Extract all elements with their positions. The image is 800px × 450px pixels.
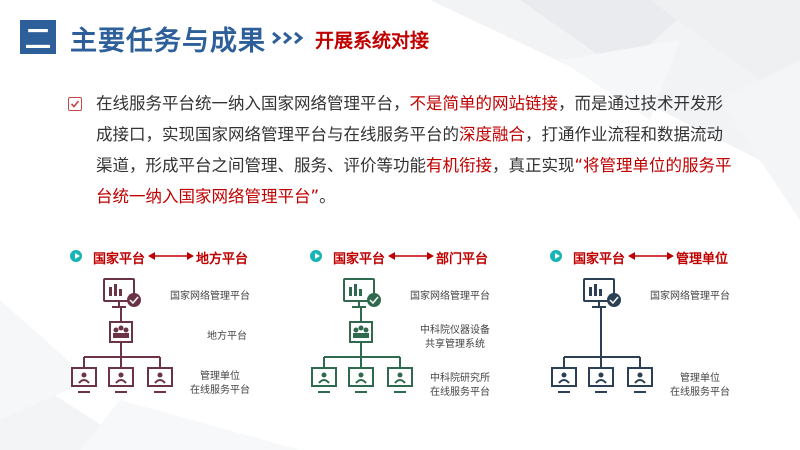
para-seg-5: 有机衔接 [426, 156, 492, 175]
diagram1-left-label: 国家平台 [93, 252, 146, 267]
diagram3-left-label: 国家平台 [573, 252, 626, 267]
double-arrow-icon [148, 252, 194, 260]
double-arrow-icon [628, 252, 674, 260]
para-seg-8: 。 [319, 187, 336, 206]
diagram1-tree [71, 278, 173, 393]
para-seg-1: 不是简单的网站链接 [409, 94, 559, 113]
diagram1-bottom-line2: 在线服务平台 [190, 385, 250, 396]
diagram2-top-label: 国家网络管理平台 [410, 291, 490, 302]
diagram2-left-label: 国家平台 [333, 252, 386, 267]
diagram2-bottom-line2: 在线服务平台 [430, 387, 490, 398]
section-subtitle: 开展系统对接 [315, 30, 430, 52]
diagram1-right-label: 地方平台 [196, 252, 249, 267]
diagram1-bottom-label: 管理单位 在线服务平台 [190, 370, 250, 398]
diagram2-bottom-line1: 中科院研究所 [430, 373, 490, 384]
para-seg-4: ，打通作业流程和数据流动渠道，形成平台之间管理、服务、评价等功能 [96, 125, 723, 175]
double-arrow-icon [388, 252, 434, 260]
diagram3-right-label: 管理单位 [676, 252, 729, 267]
para-seg-0: 在线服务平台统一纳入国家网络管理平台， [96, 94, 410, 113]
para-seg-7: “将管理单位的服务平台统一纳入国家网络管理平台” [96, 156, 732, 206]
diagram2-middle-label: 中科院仪器设备 共享管理系统 [420, 324, 490, 352]
body-paragraph: 在线服务平台统一纳入国家网络管理平台，不是简单的网站链接，而是通过技术开发形成接… [96, 88, 736, 212]
para-seg-2: ，而是通过技术开发形成接口，实现国家网络管理平台与在线服务平台的 [96, 94, 723, 144]
play-icon [70, 250, 82, 262]
diagram1-top-label: 国家网络管理平台 [170, 291, 250, 302]
diagram3-bottom-label: 管理单位 在线服务平台 [670, 372, 730, 400]
section-number-badge: 二 [20, 20, 56, 55]
para-seg-3: 深度融合 [459, 125, 525, 144]
diagram2-middle-line1: 中科院仪器设备 [420, 325, 490, 336]
diagram3-bottom-line1: 管理单位 [680, 373, 720, 384]
diagram3-bottom-line2: 在线服务平台 [670, 387, 730, 398]
play-icon [310, 250, 322, 262]
diagram3-top-label: 国家网络管理平台 [650, 291, 730, 302]
section-title: 主要任务与成果 [70, 26, 266, 57]
diagram2-tree [311, 278, 413, 393]
diagram2-middle-line2: 共享管理系统 [425, 339, 485, 350]
diagram1-bottom-line1: 管理单位 [200, 371, 240, 382]
play-icon [550, 250, 562, 262]
diagram1-middle-label: 地方平台 [207, 331, 247, 342]
checkbox-icon [68, 97, 82, 111]
diagram2-right-label: 部门平台 [436, 252, 489, 267]
triple-chevron-icon [272, 31, 304, 45]
para-seg-6: ，真正实现 [492, 156, 575, 175]
diagram2-bottom-label: 中科院研究所 在线服务平台 [430, 372, 490, 400]
diagram3-tree [551, 278, 653, 393]
